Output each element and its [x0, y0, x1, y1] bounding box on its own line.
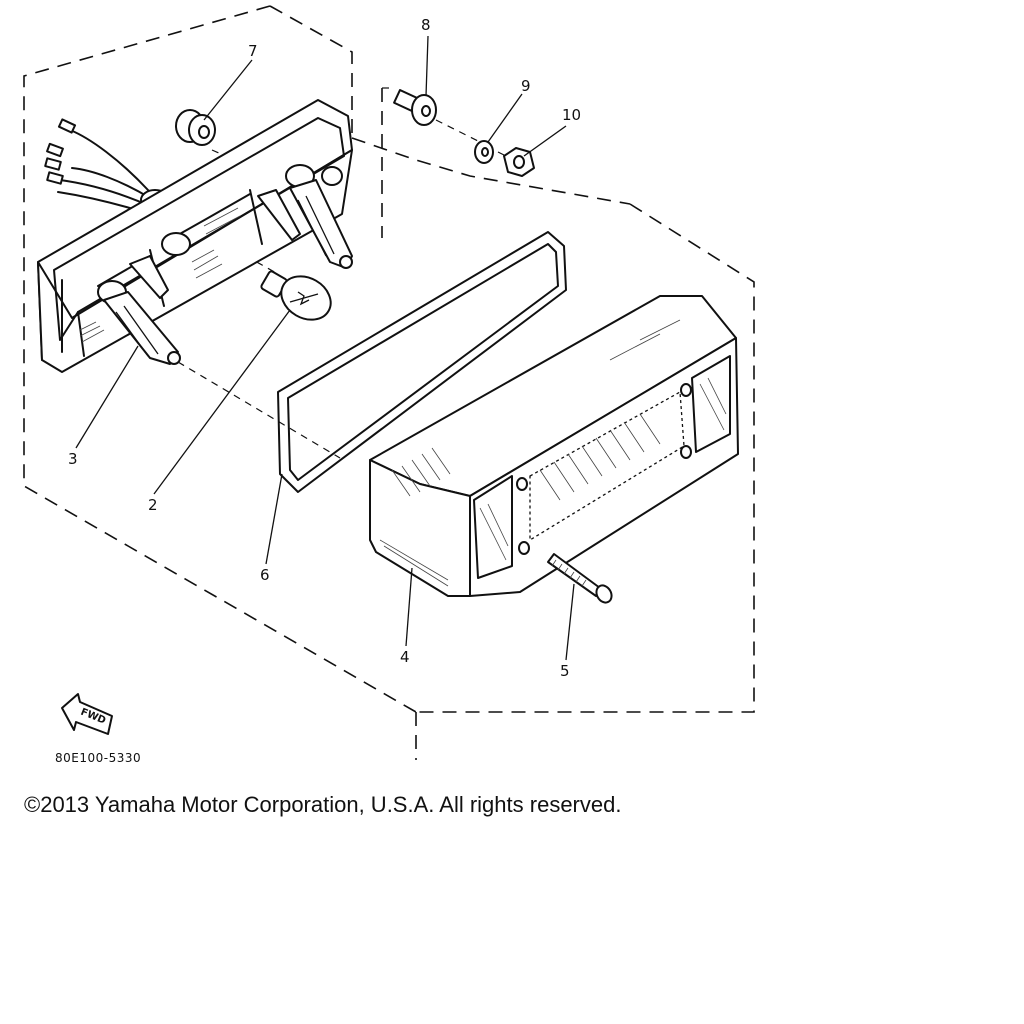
callout-4: 4 — [400, 648, 410, 666]
leader-lines — [75, 35, 575, 661]
callout-6: 6 — [260, 566, 270, 584]
gasket — [277, 231, 567, 493]
callout-10: 10 — [562, 106, 581, 124]
callout-7: 7 — [248, 42, 258, 60]
copyright-notice: ©2013 Yamaha Motor Corporation, U.S.A. A… — [24, 792, 622, 817]
collar — [393, 89, 437, 126]
bulb — [260, 270, 332, 321]
callout-5: 5 — [560, 662, 570, 680]
washer — [474, 140, 494, 164]
callout-numbers: 8 7 9 10 3 2 6 4 5 — [68, 16, 581, 680]
callout-2: 2 — [148, 496, 158, 514]
light-housing — [37, 99, 353, 373]
callout-8: 8 — [421, 16, 431, 34]
screw — [547, 553, 613, 604]
fwd-arrow-icon: FWD — [61, 693, 113, 735]
grommet — [175, 109, 216, 146]
lens — [369, 295, 739, 597]
callout-3: 3 — [68, 450, 78, 468]
drawing-code: 80E100-5330 — [55, 751, 141, 765]
assembly-outline — [23, 5, 755, 760]
callout-9: 9 — [521, 77, 531, 95]
